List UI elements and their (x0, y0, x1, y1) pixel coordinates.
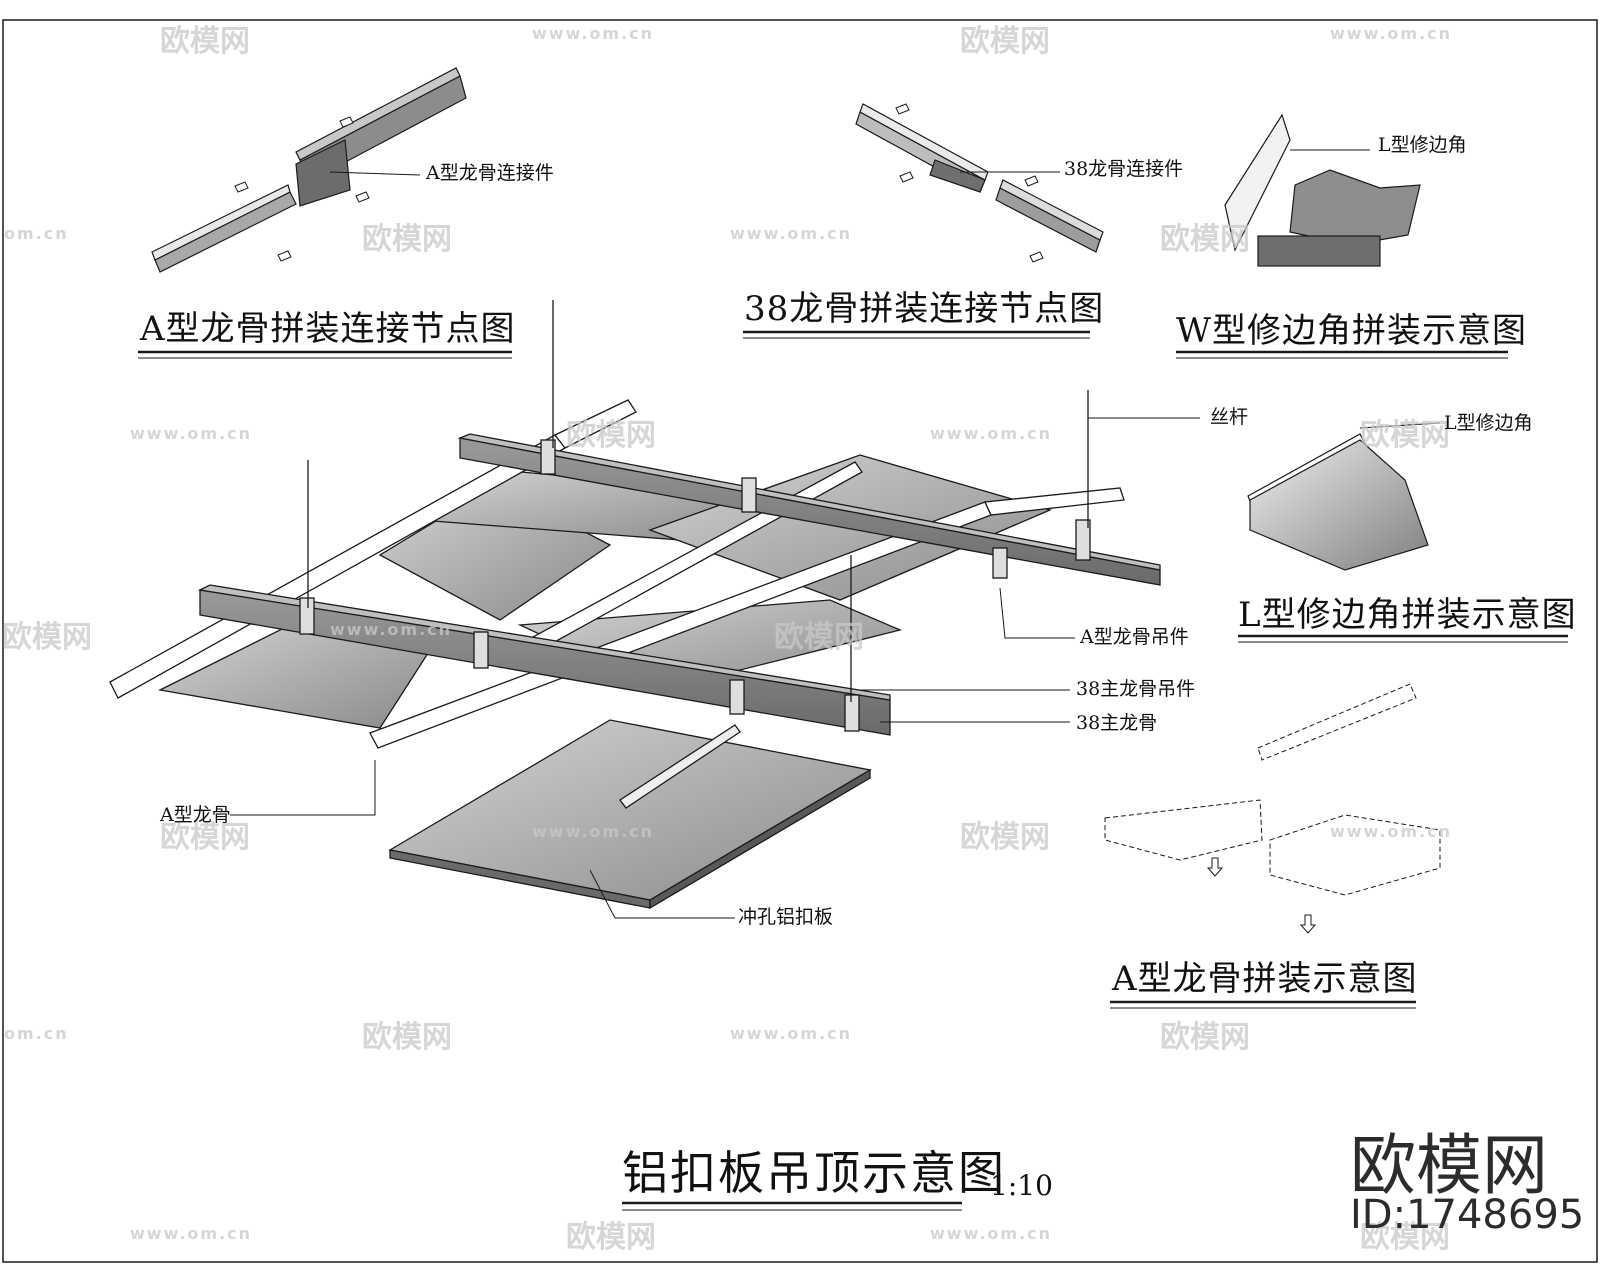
watermark-brand: 欧模网 (566, 418, 656, 453)
watermark-url: om.cn (4, 1024, 69, 1043)
watermark-url: om.cn (4, 224, 69, 243)
callout-rod: 丝杆 (1210, 406, 1249, 428)
watermark-url: www.om.cn (532, 24, 655, 43)
watermark-brand: 欧模网 (362, 1020, 452, 1055)
callout-38-connector: 38龙骨连接件 (1064, 158, 1184, 180)
watermark-brand: 欧模网 (160, 24, 250, 59)
callout-38-hanger: 38主龙骨吊件 (1076, 678, 1196, 700)
brand-logo-text: 欧模网 (1350, 1127, 1548, 1204)
callout-l-trim: L型修边角 (1444, 412, 1533, 434)
title-underlines (138, 330, 1568, 1211)
watermark-url: www.om.cn (730, 224, 853, 243)
title-main: 铝扣板吊顶示意图 (622, 1146, 1006, 1200)
title-38-keel-joint: 38龙骨拼装连接节点图 (744, 289, 1105, 329)
w-trim-detail (1224, 113, 1421, 267)
watermark-brand: 欧模网 (1160, 222, 1250, 257)
watermark-brand: 欧模网 (566, 1220, 656, 1255)
callout-l-trim-w: L型修边角 (1378, 134, 1467, 156)
watermark-brand: 欧模网 (160, 820, 250, 855)
watermark-url: www.om.cn (730, 1024, 853, 1043)
watermark-brand: 欧模网 (1160, 1020, 1250, 1055)
callout-38-main: 38主龙骨 (1076, 712, 1158, 734)
watermark-url: www.om.cn (330, 620, 453, 639)
watermark-url: www.om.cn (532, 822, 655, 841)
watermark-url: www.om.cn (930, 1224, 1053, 1243)
sheet-border (2, 19, 1598, 1263)
brand-id: ID:1748695 (1350, 1192, 1585, 1238)
watermark-url: www.om.cn (130, 424, 253, 443)
watermark-url: www.om.cn (930, 424, 1053, 443)
a-keel-assembly-detail (1104, 683, 1441, 934)
title-scale: 1:10 (990, 1169, 1053, 1202)
watermark-brand: 欧模网 (774, 620, 864, 655)
a-keel-joint-detail (151, 67, 467, 273)
callout-a-hanger: A型龙骨吊件 (1080, 626, 1189, 648)
watermark-url: www.om.cn (1330, 24, 1453, 43)
watermark-brand: 欧模网 (960, 24, 1050, 59)
callout-panel: 冲孔铝扣板 (738, 906, 834, 928)
watermark-brand: 欧模网 (362, 222, 452, 257)
l-trim-detail (1247, 422, 1441, 571)
title-l-trim: L型修边角拼装示意图 (1238, 595, 1577, 635)
title-a-keel-joint: A型龙骨拼装连接节点图 (140, 309, 516, 349)
main-ceiling-assembly (109, 300, 1200, 919)
watermark-brand: 欧模网 (1360, 418, 1450, 453)
keel-38-joint-detail (855, 103, 1104, 263)
watermark-brand: 欧模网 (960, 820, 1050, 855)
title-a-keel-assembly: A型龙骨拼装示意图 (1112, 959, 1418, 999)
title-w-trim: W型修边角拼装示意图 (1176, 311, 1527, 351)
callout-a-connector: A型龙骨连接件 (426, 162, 554, 184)
watermark-brand: 欧模网 (1360, 1220, 1450, 1255)
callout-a-keel: A型龙骨 (160, 804, 231, 826)
watermark-url: www.om.cn (130, 1224, 253, 1243)
watermark-brand: 欧模网 (2, 620, 92, 655)
watermark-url: www.om.cn (1330, 822, 1453, 841)
